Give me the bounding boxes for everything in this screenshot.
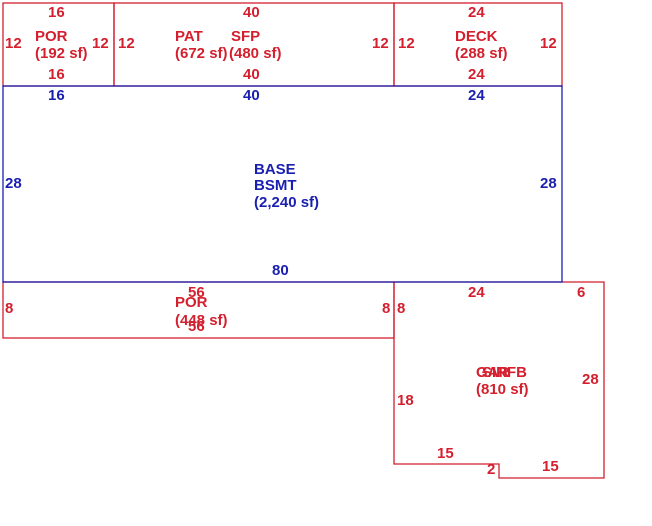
- gar-dim-top-right: 6: [577, 284, 585, 301]
- por-bottom-area: (448 sf): [175, 312, 228, 329]
- area-pat-sfp: 40 12 12 PAT (672 sf) SFP (480 sf) 40: [118, 4, 389, 83]
- gar-name-overlay: SIRFB: [482, 364, 527, 381]
- pat-sfp-dim-bottom: 40: [243, 66, 260, 83]
- por-top-name: POR: [35, 28, 68, 45]
- pat-sfp-dim-left: 12: [118, 35, 135, 52]
- deck-name: DECK: [455, 28, 498, 45]
- pat-area: (672 sf): [175, 45, 228, 62]
- base-name: BASE: [254, 161, 296, 178]
- por-bottom-dim-top: 56: [188, 284, 205, 301]
- gar-name: GAR: [476, 364, 510, 381]
- deck-dim-top: 24: [468, 4, 485, 21]
- gar-area: (810 sf): [476, 381, 529, 398]
- base-dim-top-left: 16: [48, 87, 65, 104]
- area-por-top: 16 12 12 POR (192 sf) 16: [5, 4, 109, 83]
- base-name2: BSMT: [254, 177, 297, 194]
- por-top-dim-left: 12: [5, 35, 22, 52]
- area-garage: 24 6 8 GAR SIRFB (810 sf) 28 18 15 2 15: [397, 284, 599, 478]
- deck-dim-left: 12: [398, 35, 415, 52]
- por-bottom-name: POR: [175, 294, 208, 311]
- deck-area: (288 sf): [455, 45, 508, 62]
- por-bottom-dim-bottom: 56: [188, 318, 205, 335]
- garage-outline: [393, 281, 605, 479]
- outlines: [2, 2, 605, 479]
- base-area: (2,240 sf): [254, 194, 319, 211]
- sfp-area: (480 sf): [229, 45, 282, 62]
- pat-sfp-dim-right: 12: [372, 35, 389, 52]
- por-top-dim-top: 16: [48, 4, 65, 21]
- gar-dim-left: 18: [397, 392, 414, 409]
- pat-sfp-dim-top: 40: [243, 4, 260, 21]
- gar-dim-notch: 2: [487, 461, 495, 478]
- base-dim-right: 28: [540, 175, 557, 192]
- gar-dim-top: 24: [468, 284, 485, 301]
- deck-dim-bottom: 24: [468, 66, 485, 83]
- por-top-dim-right: 12: [92, 35, 109, 52]
- base-dim-top-right: 24: [468, 87, 485, 104]
- por-top-dim-bottom: 16: [48, 66, 65, 83]
- sfp-name: SFP: [231, 28, 260, 45]
- gar-dim-bottom-left: 15: [437, 445, 454, 462]
- por-bottom-dim-left: 8: [5, 300, 13, 317]
- area-base: 16 40 24 28 28 BASE BSMT (2,240 sf) 80: [5, 87, 557, 279]
- base-dim-top-mid: 40: [243, 87, 260, 104]
- area-por-bottom: 56 8 8 POR (448 sf) 56: [5, 284, 390, 335]
- gar-dim-right: 28: [582, 371, 599, 388]
- pat-name: PAT: [175, 28, 203, 45]
- por-top-area: (192 sf): [35, 45, 88, 62]
- area-deck: 24 12 12 DECK (288 sf) 24: [398, 4, 557, 83]
- gar-dim-left-top: 8: [397, 300, 405, 317]
- base-dim-bottom: 80: [272, 262, 289, 279]
- deck-dim-right: 12: [540, 35, 557, 52]
- base-dim-left: 28: [5, 175, 22, 192]
- por-bottom-dim-right: 8: [382, 300, 390, 317]
- gar-dim-bottom-right: 15: [542, 458, 559, 475]
- base-outline: [2, 85, 563, 283]
